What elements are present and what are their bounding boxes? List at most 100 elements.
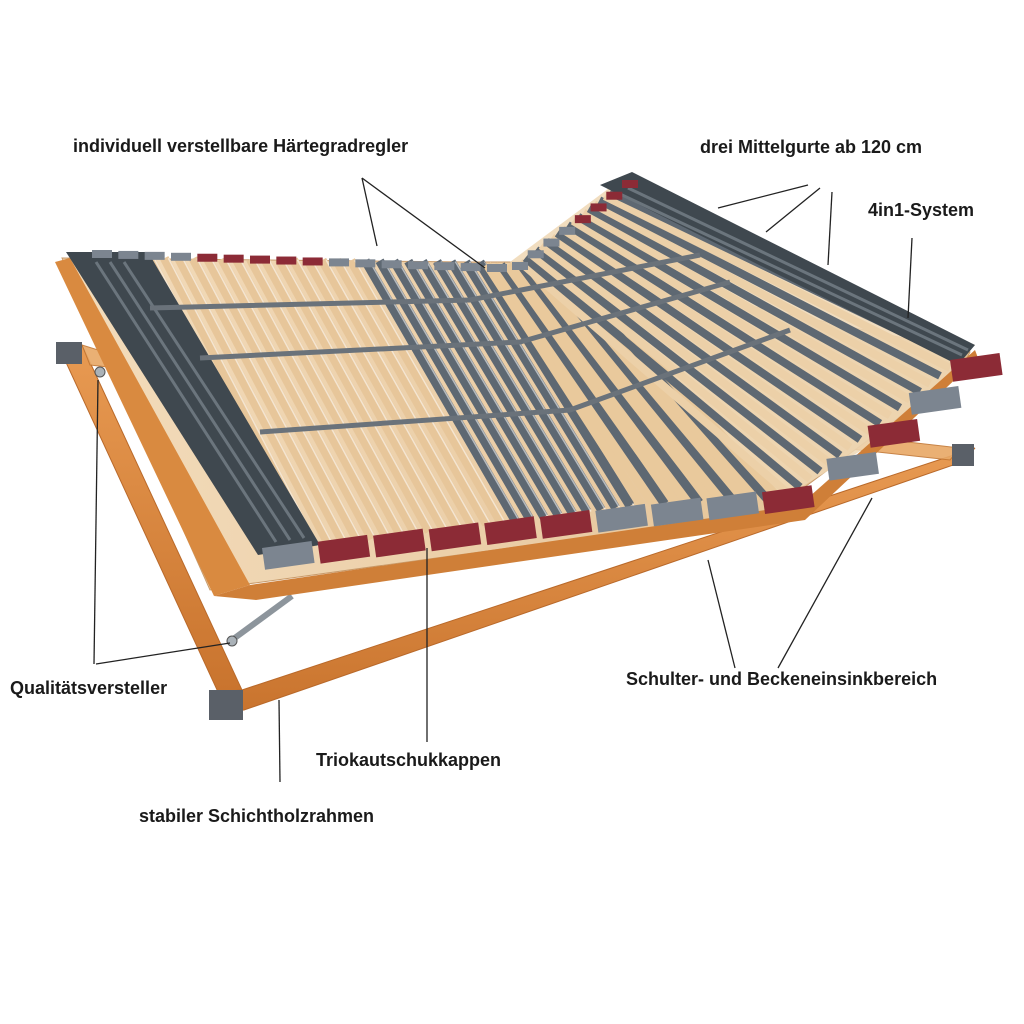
middle-slat (517, 263, 703, 506)
head-slat (538, 242, 833, 467)
slat-gap (425, 260, 578, 514)
head-slat (522, 254, 803, 491)
head-slat (560, 225, 873, 435)
label-4in1-system: 4in1-System (868, 200, 975, 220)
middle-slat (483, 261, 646, 508)
corner-cap-front-right (952, 444, 974, 466)
rubber-cap (595, 503, 648, 533)
leader-rahmen (278, 699, 281, 783)
back-cap (574, 215, 591, 224)
label-plywood-frame: stabiler Schichtholzrahmen (139, 806, 375, 826)
rubber-cap (539, 510, 593, 539)
head-slat (597, 196, 942, 380)
middle-slat (504, 262, 680, 507)
head-slat (533, 246, 823, 475)
head-slat (570, 217, 893, 419)
back-cap (408, 261, 428, 270)
rubber-cap (484, 516, 537, 545)
rubber-cap (262, 541, 315, 570)
back-cap (543, 238, 560, 247)
back-cap (527, 250, 544, 259)
foot-slat (418, 259, 577, 516)
foot-slat (461, 259, 620, 511)
middle-slat (510, 262, 692, 506)
back-cap (381, 260, 402, 269)
rubber-cap (826, 451, 879, 481)
rubber-cap (428, 522, 482, 552)
head-slat (576, 213, 903, 412)
dark-side-rails (66, 172, 975, 555)
back-cap (355, 259, 376, 268)
foot-slat (433, 259, 591, 514)
back-cap (512, 262, 528, 270)
slat-gap (469, 261, 621, 509)
middle-slat (476, 261, 634, 508)
head-slat (528, 250, 813, 483)
slat-gap (440, 261, 592, 512)
left-dark-rail (66, 252, 320, 555)
leader-schulter-1 (707, 559, 736, 669)
leader-4in1 (907, 237, 913, 319)
back-cap (329, 258, 349, 267)
rubber-cap (650, 497, 704, 527)
label-trio-rubber-caps: Triokautschukkappen (316, 750, 502, 770)
label-hardness-regulators: individuell verstellbare Härtegradregler (73, 136, 409, 156)
head-slat (565, 221, 883, 427)
deck-front-wood-rail (214, 350, 978, 600)
back-cap (144, 251, 165, 260)
back-cap (622, 180, 638, 188)
back-cap (302, 257, 323, 266)
middle-slat (490, 262, 657, 507)
back-cap (92, 250, 112, 258)
label-shoulder-pelvis-zone: Schulter- und Beckeneinsinkbereich (626, 669, 938, 689)
back-cap (276, 256, 297, 265)
head-slat (602, 192, 952, 372)
back-cap (171, 252, 191, 261)
rubber-cap (950, 353, 1003, 382)
back-cap (606, 191, 623, 200)
slat-gap (454, 261, 606, 511)
head-slat (554, 229, 863, 443)
head-slat (581, 209, 912, 404)
middle-slat (497, 262, 669, 507)
label-quality-adjuster: Qualitätsversteller (10, 678, 168, 698)
leader-haerte-2 (361, 177, 486, 269)
leader-lines (93, 177, 913, 783)
rubber-cap (762, 485, 815, 515)
rubber-cap (373, 528, 426, 558)
rubber-cap (317, 534, 371, 564)
leader-mittel-2 (765, 187, 821, 233)
leader-mittel-3 (827, 191, 833, 266)
back-cap (487, 264, 507, 272)
slat-gap (411, 260, 563, 516)
leader-quali-1 (93, 379, 99, 665)
back-cap (250, 255, 270, 264)
back-cap (590, 203, 607, 212)
head-slat (586, 204, 922, 396)
rubber-cap (908, 386, 962, 415)
head-slat (592, 200, 932, 388)
back-cap (460, 263, 481, 272)
leader-quali-2 (95, 642, 231, 665)
foot-slat (404, 258, 563, 518)
back-cap (559, 226, 576, 235)
back-edge-caps (92, 180, 638, 272)
foot-slat (447, 259, 606, 512)
rubber-cap (706, 491, 760, 521)
corner-cap-front-left (209, 690, 243, 720)
back-cap (223, 254, 244, 263)
deck-side-wood-rail (55, 258, 250, 596)
label-middle-straps: drei Mittelgurte ab 120 cm (700, 137, 923, 157)
leader-schulter-2 (777, 497, 873, 669)
back-cap (434, 262, 455, 271)
trio-rubber-caps (262, 353, 1003, 570)
leader-mittel-1 (717, 184, 809, 209)
middle-slat (524, 263, 715, 506)
rubber-cap (867, 418, 921, 448)
corner-cap-back-left (56, 342, 82, 364)
leader-haerte-1 (361, 177, 378, 247)
middle-straps (149, 252, 791, 435)
back-cap (197, 253, 218, 262)
back-cap (118, 250, 139, 259)
